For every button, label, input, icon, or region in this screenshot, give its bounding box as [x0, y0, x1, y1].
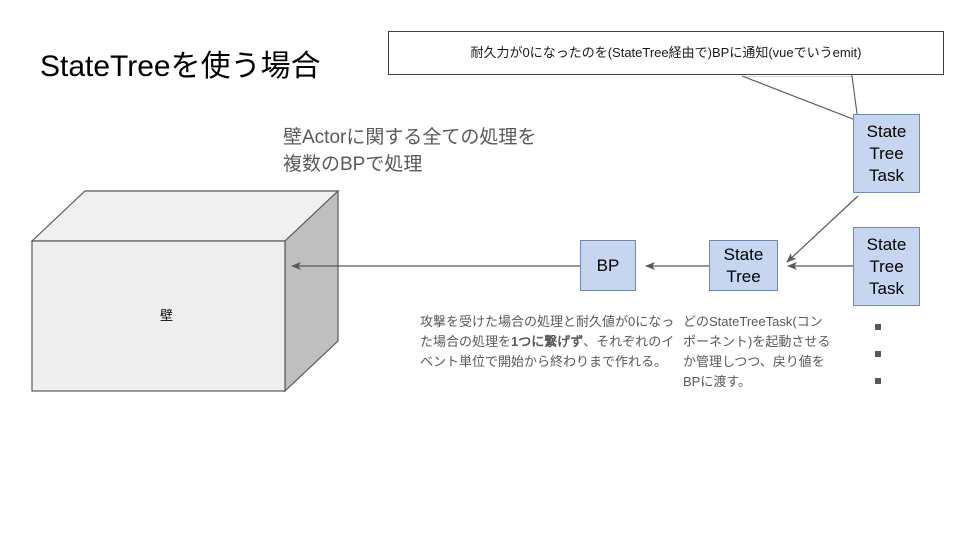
callout-box: 耐久力が0になったのを(StateTree経由で)BPに通知(vueでいうemi…	[388, 31, 944, 75]
wall-cube-front-face	[31, 240, 286, 392]
state-tree-task-box-1[interactable]: State Tree Task	[853, 114, 920, 193]
ellipsis-dot	[875, 324, 881, 330]
state-tree-task-box-2[interactable]: State Tree Task	[853, 227, 920, 306]
bp-box[interactable]: BP	[580, 240, 636, 291]
ellipsis-dots	[875, 318, 887, 398]
bp-caption-emphasis: 1つに繋げず	[511, 334, 584, 349]
wall-cube-top-face	[30, 190, 340, 242]
bp-caption-part-1: 攻撃を受けた場合の処理と耐久値が0になった場合の処理を	[420, 314, 675, 349]
callout-text: 耐久力が0になったのを(StateTree経由で)BPに通知(vueでいうemi…	[470, 45, 862, 60]
bp-box-label: BP	[596, 255, 620, 275]
wall-cube	[30, 189, 340, 393]
state-tree-task-box-1-label: State Tree Task	[866, 121, 907, 185]
state-tree-box[interactable]: State Tree	[709, 240, 778, 291]
subtitle-line-2: 複数のBPで処理	[283, 154, 423, 175]
ellipsis-dot	[875, 378, 881, 384]
slide-title: StateTreeを使う場合	[40, 50, 321, 83]
wall-cube-side-face	[284, 189, 339, 393]
callout-tail	[741, 75, 859, 122]
state-tree-task-box-2-label: State Tree Task	[866, 234, 907, 298]
arrow-task1-to-statetree	[786, 195, 859, 263]
subtitle: 壁Actorに関する全ての処理を 複数のBPで処理	[283, 124, 536, 178]
state-tree-box-label: State Tree	[723, 244, 764, 286]
subtitle-line-1: 壁Actorに関する全ての処理を	[283, 127, 537, 148]
ellipsis-dot	[875, 351, 881, 357]
state-tree-caption: どのStateTreeTask(コンポーネント)を起動させるか管理しつつ、戻り値…	[683, 314, 831, 389]
wall-cube-label: 壁	[160, 308, 174, 323]
bp-caption: 攻撃を受けた場合の処理と耐久値が0になった場合の処理を1つに繋げず、それぞれのイ…	[420, 312, 682, 372]
bp-caption-part-2: 、それぞれのイベント単位で開始から終わりまで作れる。	[420, 334, 675, 369]
